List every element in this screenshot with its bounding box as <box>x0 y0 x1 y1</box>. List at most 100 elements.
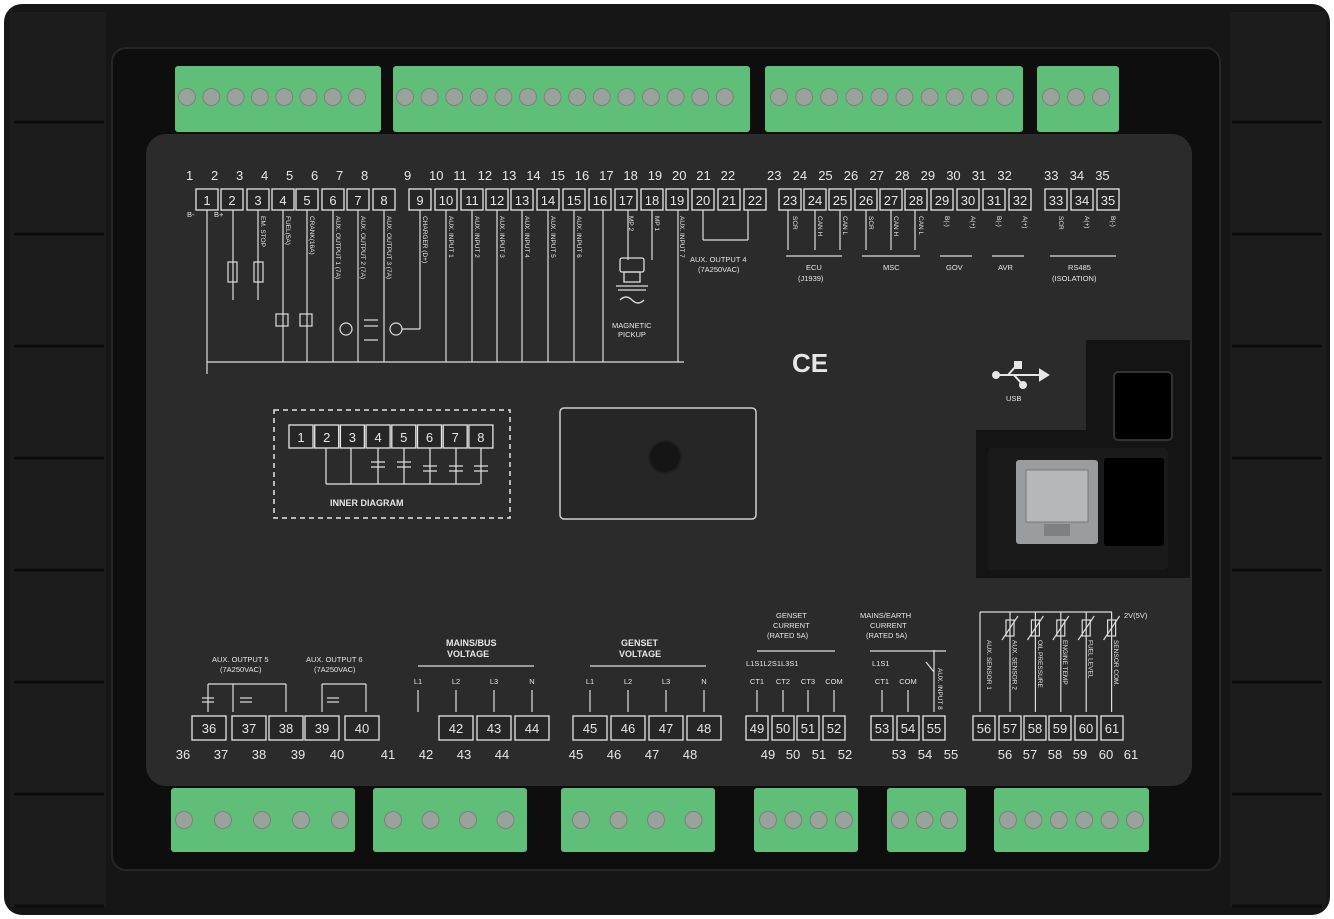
terminal-screw[interactable] <box>445 88 464 106</box>
terminal-screw[interactable] <box>568 88 587 106</box>
terminal-screw[interactable] <box>396 88 414 106</box>
terminal-screw[interactable] <box>572 811 590 829</box>
terminal-screw[interactable] <box>834 811 853 829</box>
terminal-number: 22 <box>721 168 735 183</box>
terminal-screw[interactable] <box>891 811 909 829</box>
terminal-box: 22 <box>743 188 767 211</box>
svg-text:13: 13 <box>515 193 529 208</box>
terminal-screw[interactable] <box>592 88 611 106</box>
terminal-box: 14 <box>536 188 560 211</box>
terminal-function-label: AUX. SENSOR 1 <box>985 640 992 690</box>
terminal-number: 2 <box>211 168 218 183</box>
terminal-screw[interactable] <box>202 88 221 106</box>
terminal-number: 59 <box>1073 747 1087 762</box>
terminal-box: 35 <box>1096 188 1120 211</box>
terminal-screw[interactable] <box>784 811 803 829</box>
terminal-screw[interactable] <box>945 88 964 106</box>
terminal-screw[interactable] <box>420 88 439 106</box>
terminal-screw[interactable] <box>1075 811 1094 829</box>
usb-port[interactable] <box>1113 371 1173 441</box>
terminal-screw[interactable] <box>1092 88 1110 106</box>
terminal-screw[interactable] <box>970 88 989 106</box>
terminal-screw[interactable] <box>253 811 271 829</box>
terminal-box: 8 <box>372 188 396 211</box>
terminal-screw[interactable] <box>1067 88 1085 106</box>
terminal-screw[interactable] <box>809 811 828 829</box>
terminal-screw[interactable] <box>999 811 1017 829</box>
connector-block[interactable] <box>754 788 858 852</box>
terminal-screw[interactable] <box>691 88 710 106</box>
inner-diagram-wiring <box>325 448 488 485</box>
terminal-screw[interactable] <box>795 88 814 106</box>
terminal-screw[interactable] <box>175 811 193 829</box>
terminal-screw[interactable] <box>214 811 232 829</box>
terminal-screw[interactable] <box>915 811 934 829</box>
terminal-screw[interactable] <box>617 88 636 106</box>
terminal-screw[interactable] <box>820 88 839 106</box>
terminal-screw[interactable] <box>770 88 788 106</box>
terminal-screw[interactable] <box>178 88 196 106</box>
terminal-screw[interactable] <box>494 88 513 106</box>
terminal-number: 45 <box>569 747 583 762</box>
terminal-screw[interactable] <box>469 88 488 106</box>
terminal-screw[interactable] <box>292 811 310 829</box>
terminal-function-label: AUX. INPUT 3 <box>498 216 505 258</box>
terminal-box: 1 <box>195 188 219 211</box>
terminal-screw[interactable] <box>331 811 349 829</box>
terminal-number: 18 <box>623 168 637 183</box>
terminal-screw[interactable] <box>299 88 318 106</box>
b-plus-mark: B+ <box>214 210 224 219</box>
terminal-number: 46 <box>607 747 621 762</box>
terminal-screw[interactable] <box>421 811 440 829</box>
terminal-screw[interactable] <box>845 88 864 106</box>
connector-block[interactable] <box>561 788 715 852</box>
terminal-screw[interactable] <box>459 811 477 829</box>
terminal-screw[interactable] <box>250 88 269 106</box>
terminal-screw[interactable] <box>642 88 660 106</box>
terminal-box: 3 <box>246 188 270 211</box>
terminal-box: 12 <box>485 188 509 211</box>
connector-block[interactable] <box>765 66 1023 132</box>
svg-text:14: 14 <box>541 193 555 208</box>
terminal-screw[interactable] <box>609 811 628 829</box>
terminal-function-label: A(+) <box>969 216 976 228</box>
terminal-screw[interactable] <box>275 88 294 106</box>
rs485-sub-label: (ISOLATION) <box>1052 274 1097 283</box>
terminal-number: 35 <box>1095 168 1109 183</box>
terminal-screw[interactable] <box>543 88 562 106</box>
terminal-box: 43 <box>476 715 512 741</box>
terminal-box: 46 <box>610 715 646 741</box>
terminal-screw[interactable] <box>666 88 685 106</box>
terminal-screw[interactable] <box>759 811 777 829</box>
terminal-screw[interactable] <box>920 88 939 106</box>
terminal-screw[interactable] <box>870 88 889 106</box>
terminal-box: 44 <box>514 715 550 741</box>
terminal-screw[interactable] <box>895 88 914 106</box>
terminal-number: 41 <box>381 747 395 762</box>
terminal-screw[interactable] <box>226 88 245 106</box>
connector-block[interactable] <box>994 788 1149 852</box>
terminal-screw[interactable] <box>1024 811 1043 829</box>
terminal-box: 18 <box>640 188 664 211</box>
svg-text:51: 51 <box>801 721 815 736</box>
terminal-screw[interactable] <box>1042 88 1060 106</box>
terminal-screw[interactable] <box>1100 811 1119 829</box>
avr-label: AVR <box>998 263 1013 272</box>
terminal-number: 5 <box>286 168 293 183</box>
svg-text:6: 6 <box>329 193 336 208</box>
terminal-screw[interactable] <box>647 811 665 829</box>
terminal-screw[interactable] <box>995 88 1014 106</box>
terminal-screw[interactable] <box>715 88 734 106</box>
terminal-number: 48 <box>683 747 697 762</box>
terminal-screw[interactable] <box>1126 811 1144 829</box>
terminal-screw[interactable] <box>323 88 342 106</box>
terminal-screw[interactable] <box>684 811 703 829</box>
terminal-screw[interactable] <box>519 88 537 106</box>
connector-block[interactable] <box>373 788 527 852</box>
terminal-screw[interactable] <box>1049 811 1068 829</box>
terminal-screw[interactable] <box>384 811 402 829</box>
terminal-screw[interactable] <box>348 88 367 106</box>
terminal-screw[interactable] <box>496 811 515 829</box>
terminal-screw[interactable] <box>940 811 958 829</box>
